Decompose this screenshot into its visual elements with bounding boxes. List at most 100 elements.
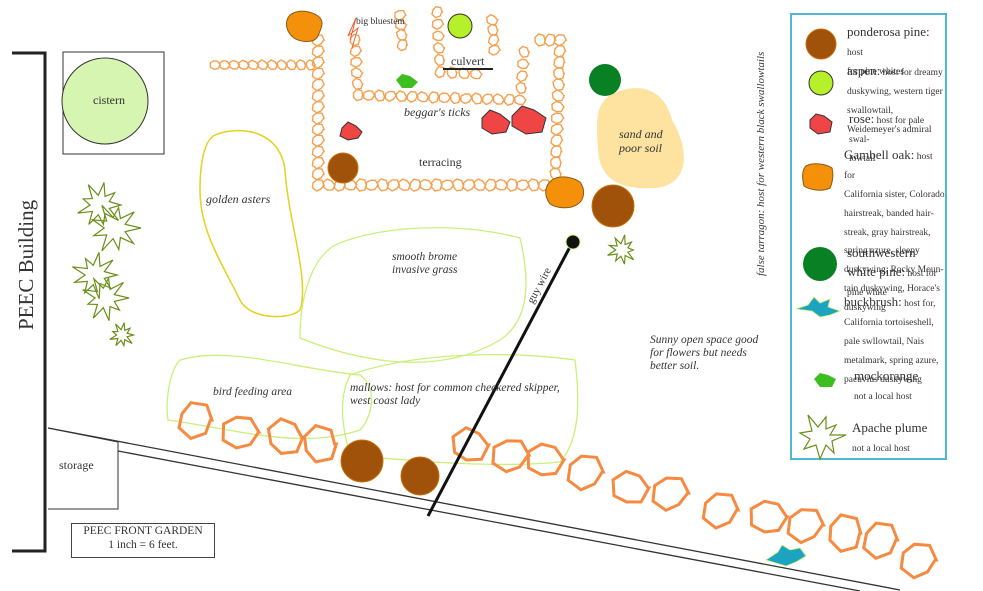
border-stone	[177, 401, 215, 441]
terrace-stone	[311, 145, 326, 159]
terrace-stone	[458, 67, 471, 80]
sand-soil-label: sand and poor soil	[619, 127, 679, 156]
mallows-label: mallows: host for common checkered skipp…	[350, 382, 560, 408]
legend-name: buckbrush:	[844, 294, 902, 309]
golden-asters-label: golden asters	[206, 192, 271, 206]
terrace-stone	[311, 89, 326, 103]
aspen-tree	[447, 13, 473, 39]
terrace-stone	[352, 88, 364, 102]
ponderosa-pine-tree	[591, 184, 635, 228]
border-stone	[899, 542, 939, 580]
terrace-stone	[488, 44, 502, 56]
terrace-stone	[487, 34, 500, 47]
mockorange-icon	[814, 373, 836, 387]
terrace-stone	[462, 179, 477, 192]
border-stone	[786, 508, 826, 545]
southwestern-white-pine-tree	[589, 64, 621, 96]
terrace-stone	[396, 38, 409, 52]
legend-name: Apache plume	[852, 420, 928, 435]
cistern	[61, 57, 149, 145]
ponderosa-pine-icon	[805, 28, 837, 60]
legend-desc: host	[847, 47, 863, 58]
terracing-stones	[209, 6, 568, 192]
legend-desc: not a local host	[854, 391, 912, 402]
legend-desc: California tortoiseshell, pale swllowtai…	[844, 317, 939, 385]
legend-desc: not a local host	[852, 443, 910, 454]
buckbrush-shrub	[765, 544, 807, 567]
ponderosa-pine-tree	[400, 456, 440, 496]
sidewalk-edge-upper	[47, 427, 901, 591]
sidewalk-edge-lower	[117, 450, 861, 591]
terrace-stone	[238, 59, 251, 70]
terrace-stone	[433, 53, 446, 67]
terrace-stone	[553, 55, 566, 70]
building-label: PEEC Building	[14, 199, 38, 330]
terrace-stone	[527, 178, 541, 192]
terrace-stone	[486, 13, 499, 26]
terrace-stone	[432, 30, 446, 42]
terrace-stone	[311, 156, 326, 170]
map-scale: 1 inch = 6 feet.	[108, 538, 178, 551]
guy-wire-anchor	[565, 234, 581, 250]
border-stone	[302, 423, 339, 464]
terrace-stone	[552, 77, 566, 92]
sand-soil-line: poor soil	[619, 140, 663, 155]
bird-feeding-area	[166, 354, 373, 440]
gambel-oak-shrub	[545, 176, 585, 209]
building-wall	[12, 51, 47, 553]
rose-icon	[809, 113, 833, 135]
terrace-stone	[350, 67, 364, 79]
apache-plume	[77, 182, 124, 227]
title-box: PEEC FRONT GARDEN 1 inch = 6 feet.	[71, 523, 215, 558]
gambel-oak-icon	[802, 163, 834, 191]
legend-name: Gambell oak:	[844, 147, 915, 162]
terrace-stone	[451, 178, 465, 192]
border-stones	[177, 401, 939, 580]
terrace-stone	[349, 45, 363, 58]
gambel-oak-shrub	[286, 10, 323, 42]
terrace-stone	[311, 100, 326, 114]
legend-name: southwestern white pine:	[847, 245, 916, 279]
big-bluestem-plant	[347, 17, 359, 49]
terrace-stone	[397, 178, 412, 191]
buckbrush-icon	[795, 296, 842, 318]
terrace-stone	[351, 77, 364, 90]
terrace-stone	[387, 179, 401, 192]
ponderosa-pine-tree	[340, 439, 384, 483]
terrace-stone	[209, 59, 222, 71]
legend-desc: lowtail	[849, 153, 876, 164]
terrace-stone	[395, 28, 408, 42]
terrace-stone	[228, 59, 241, 70]
sunny-space-label: Sunny open space good for flowers but ne…	[650, 334, 758, 374]
terrace-stone	[431, 6, 444, 19]
terrace-stone	[550, 155, 562, 170]
false-tarragon-label: false tarragon: host for western black s…	[755, 51, 767, 276]
guy-wire	[426, 242, 574, 517]
terrace-stone	[440, 179, 455, 192]
terrace-stone	[311, 123, 326, 136]
terrace-stone	[516, 179, 531, 192]
terrace-stone	[419, 178, 434, 191]
border-stone	[611, 469, 652, 504]
terrace-stone	[362, 90, 376, 101]
aspen-icon	[808, 70, 834, 96]
legend-desc: host for dreamy	[880, 68, 943, 78]
apache-plume-cluster	[72, 182, 635, 348]
terrace-stone	[311, 78, 326, 92]
mockorange-shrub	[396, 74, 418, 88]
terrace-stone	[376, 178, 390, 192]
smooth-brome-area	[299, 227, 527, 363]
legend-desc: host for pale swal-	[849, 116, 925, 145]
terrace-stone	[430, 178, 443, 192]
rose-shrub	[511, 105, 547, 135]
golden-asters-area	[199, 129, 304, 318]
apache-plume	[607, 234, 635, 265]
terrace-stone	[350, 56, 364, 68]
rose-shrub	[339, 121, 363, 141]
apache-plume	[109, 322, 136, 348]
terrace-stone	[311, 112, 326, 125]
map-title: PEEC FRONT GARDEN	[83, 525, 203, 537]
terrace-stone	[257, 59, 270, 71]
legend-desc: duskywing, western tiger swallowtail, We…	[847, 86, 943, 135]
terrace-stone	[551, 100, 566, 113]
